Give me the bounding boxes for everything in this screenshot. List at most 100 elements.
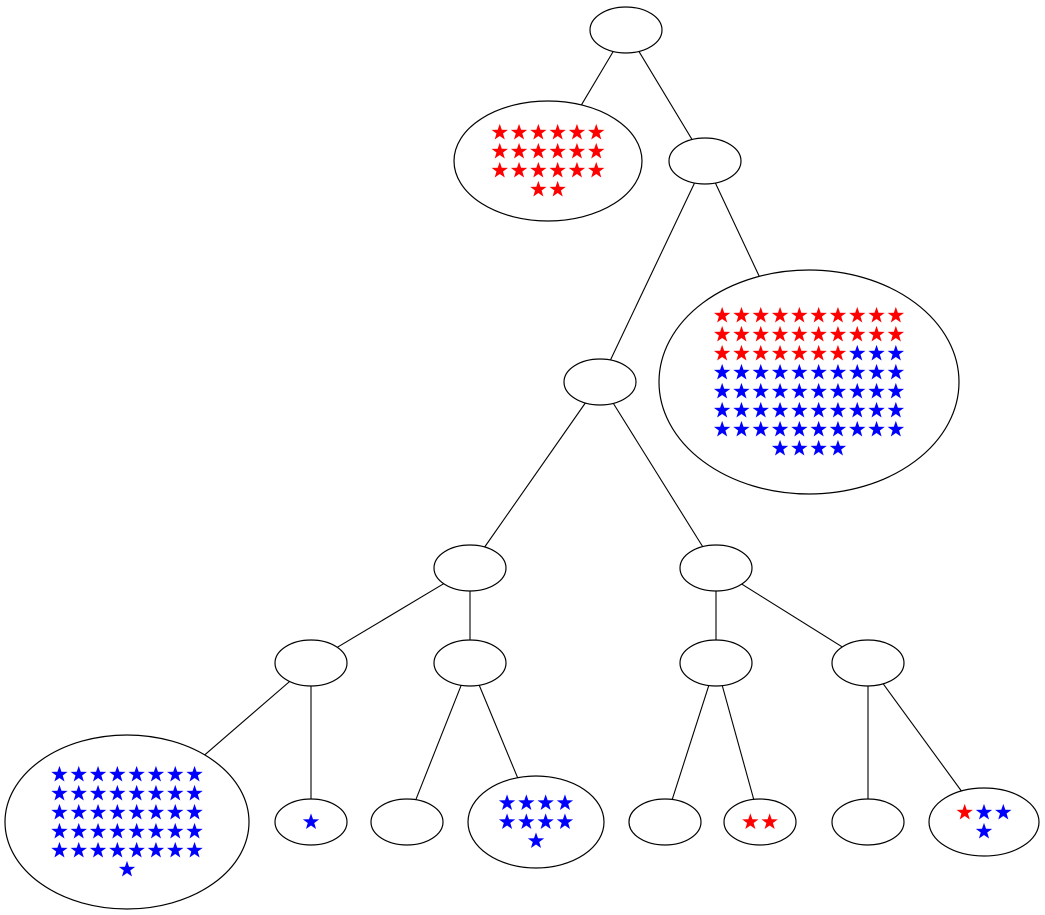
node-ellipse: [831, 798, 905, 846]
node-ellipse: [433, 544, 507, 592]
blue-star-icon: [147, 784, 165, 801]
blue-star-icon: [89, 822, 107, 839]
tree-node-n9: [679, 639, 753, 687]
red-star-icon: [829, 306, 847, 323]
blue-star-icon: [147, 765, 165, 782]
blue-star-icon: [109, 841, 126, 858]
red-star-icon: [733, 325, 750, 342]
blue-star-icon: [556, 813, 574, 829]
blue-star-icon: [829, 382, 847, 399]
blue-star-icon: [51, 822, 68, 839]
red-star-icon: [491, 142, 508, 159]
blue-star-icon: [868, 401, 885, 418]
red-star-icon: [752, 344, 769, 361]
blue-star-icon: [771, 439, 789, 456]
red-star-icon: [771, 344, 789, 361]
node-ellipse: [628, 798, 702, 846]
tree-nodes: [4, 6, 1040, 910]
blue-star-icon: [829, 363, 847, 380]
red-star-icon: [761, 813, 778, 829]
tree-node-n10: [831, 639, 905, 687]
blue-star-icon: [109, 822, 126, 839]
blue-star-icon: [89, 784, 107, 801]
red-star-icon: [510, 161, 528, 178]
red-star-icon: [568, 142, 586, 159]
blue-star-icon: [868, 420, 885, 437]
red-star-icon: [887, 306, 905, 323]
red-star-icon: [791, 306, 808, 323]
red-star-icon: [491, 161, 508, 178]
blue-star-icon: [167, 822, 184, 839]
red-star-icon: [771, 306, 789, 323]
blue-star-icon: [51, 765, 68, 782]
red-star-icon: [713, 344, 731, 361]
red-star-icon: [549, 123, 566, 140]
red-star-icon: [829, 325, 847, 342]
blue-star-icon: [713, 401, 731, 418]
blue-star-icon: [868, 363, 885, 380]
node-ellipse: [467, 775, 605, 869]
blue-star-icon: [167, 841, 184, 858]
edge-n3-n5: [484, 402, 586, 548]
blue-star-icon: [791, 363, 808, 380]
blue-star-icon: [167, 784, 184, 801]
blue-star-icon: [128, 784, 145, 801]
blue-star-icon: [302, 813, 320, 829]
node-ellipse: [658, 269, 960, 495]
blue-star-icon: [771, 401, 789, 418]
blue-star-icon: [752, 420, 769, 437]
blue-star-icon: [51, 841, 68, 858]
tree-node-n14: [467, 775, 605, 869]
blue-star-icon: [89, 803, 107, 820]
blue-star-icon: [868, 382, 885, 399]
node-ellipse: [433, 639, 507, 687]
blue-star-icon: [810, 439, 827, 456]
red-star-icon: [713, 306, 731, 323]
blue-star-icon: [109, 803, 126, 820]
blue-star-icon: [147, 803, 165, 820]
blue-star-icon: [537, 813, 554, 829]
node-ellipse: [4, 734, 250, 910]
node-ellipse: [831, 639, 905, 687]
blue-star-icon: [733, 363, 750, 380]
blue-star-icon: [887, 363, 905, 380]
blue-star-icon: [810, 401, 827, 418]
edge-n5-n7: [337, 583, 444, 648]
blue-star-icon: [128, 803, 145, 820]
red-star-icon: [491, 123, 508, 140]
red-star-icon: [568, 161, 586, 178]
tree-node-n11: [4, 734, 250, 910]
blue-star-icon: [733, 382, 750, 399]
tree-node-root: [589, 6, 663, 54]
red-star-icon: [829, 344, 847, 361]
red-star-icon: [549, 180, 566, 197]
node-ellipse: [370, 798, 444, 846]
red-star-icon: [530, 123, 547, 140]
blue-star-icon: [887, 344, 905, 361]
blue-star-icon: [733, 401, 750, 418]
edge-n10-n18: [882, 683, 962, 792]
blue-star-icon: [89, 765, 107, 782]
blue-star-icon: [771, 382, 789, 399]
blue-star-icon: [128, 765, 145, 782]
blue-star-icon: [89, 841, 107, 858]
blue-star-icon: [186, 841, 203, 858]
red-star-icon: [733, 306, 750, 323]
blue-star-icon: [70, 765, 87, 782]
red-star-icon: [530, 142, 547, 159]
blue-star-icon: [147, 841, 165, 858]
tree-node-n1: [453, 100, 643, 222]
node-ellipse: [453, 100, 643, 222]
edge-n8-n14: [478, 685, 519, 778]
red-star-icon: [791, 344, 808, 361]
node-ellipse: [274, 639, 348, 687]
tree-node-n7: [274, 639, 348, 687]
blue-star-icon: [713, 420, 731, 437]
blue-star-icon: [713, 363, 731, 380]
blue-star-icon: [810, 363, 827, 380]
blue-star-icon: [167, 803, 184, 820]
red-star-icon: [568, 123, 586, 140]
blue-star-icon: [771, 363, 789, 380]
node-ellipse: [723, 798, 797, 846]
